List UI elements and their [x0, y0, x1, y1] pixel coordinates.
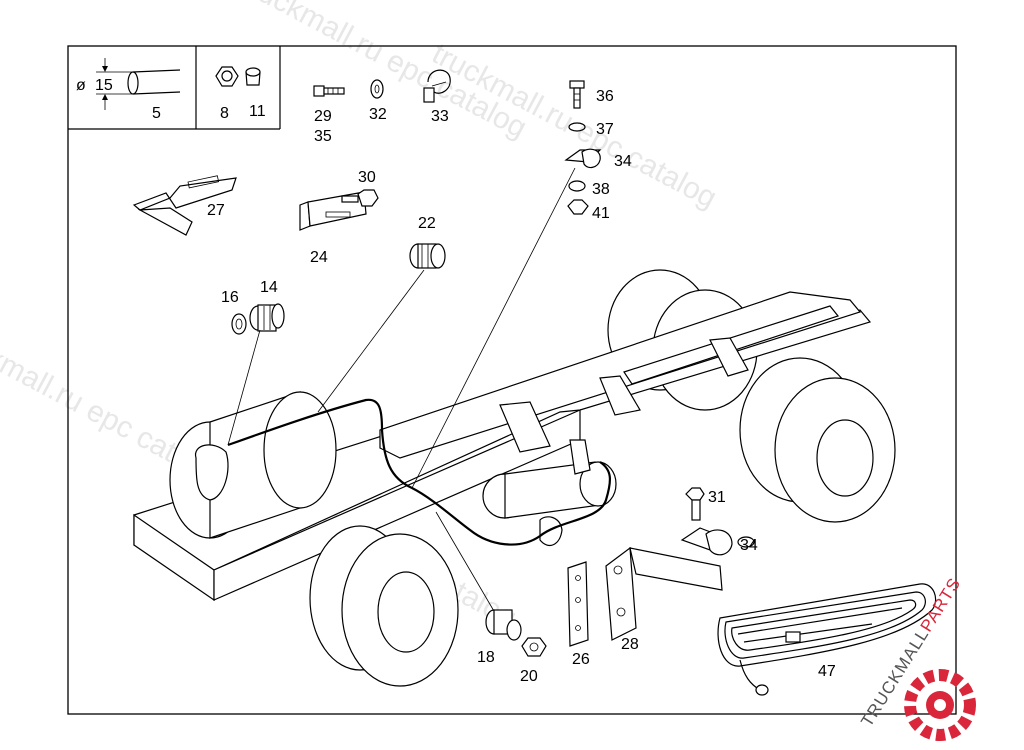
clip-34: [564, 148, 602, 169]
bolt-30: [341, 189, 379, 207]
nut-41: [567, 199, 589, 215]
callout-22: 22: [418, 215, 436, 232]
callout-38: 38: [592, 181, 610, 198]
callout-28: 28: [621, 636, 639, 653]
bolt-31: [685, 487, 705, 521]
callout-11: 11: [249, 103, 266, 120]
plate-26: [567, 561, 589, 647]
vehicle-chassis: [133, 269, 896, 687]
callout-32: 32: [369, 106, 387, 123]
callout-26: 26: [572, 651, 590, 668]
fitting-14: [249, 303, 285, 332]
clamp-33: [423, 69, 451, 103]
callout-20: 20: [520, 668, 538, 685]
callout-27: 27: [207, 202, 225, 219]
callout-8: 8: [220, 105, 229, 122]
bracket-27: [132, 175, 237, 236]
callout-37: 37: [596, 121, 614, 138]
washer-32: [370, 79, 384, 99]
dimension-symbol: ø: [76, 77, 86, 94]
fitting-18: [485, 609, 522, 641]
callout-29: 29: [314, 108, 332, 125]
callout-34-top: 34: [614, 153, 632, 170]
callout-41: 41: [592, 205, 610, 222]
callout-31: 31: [708, 489, 726, 506]
clip-34-lower: [680, 527, 755, 556]
spring-washer-37: [568, 122, 586, 132]
callout-30: 30: [358, 169, 376, 186]
drawing-frame: [67, 45, 957, 715]
gear-icon: [904, 669, 976, 741]
callout-47: 47: [818, 663, 836, 680]
callout-33: 33: [431, 108, 449, 125]
pipe-assembly-47: [717, 583, 937, 696]
washer-38: [568, 180, 586, 192]
callout-35: 35: [314, 128, 332, 145]
callout-5: 5: [152, 105, 161, 122]
detail-inset: ø 15 5 8 11: [68, 46, 281, 130]
bracket-28: [605, 546, 723, 641]
callout-18: 18: [477, 649, 495, 666]
callout-24: 24: [310, 249, 328, 266]
bolt-29-35: [313, 85, 345, 97]
nut-20: [521, 637, 547, 657]
callout-14: 14: [260, 279, 278, 296]
bolt-36: [569, 80, 585, 109]
callout-34-lower: 34: [740, 537, 758, 554]
fitting-22: [409, 243, 446, 269]
seal-ring-16: [231, 313, 247, 335]
callout-36: 36: [596, 88, 614, 105]
pipe-lines: [227, 167, 612, 619]
dimension-value: 15: [95, 77, 113, 94]
callout-16: 16: [221, 289, 239, 306]
